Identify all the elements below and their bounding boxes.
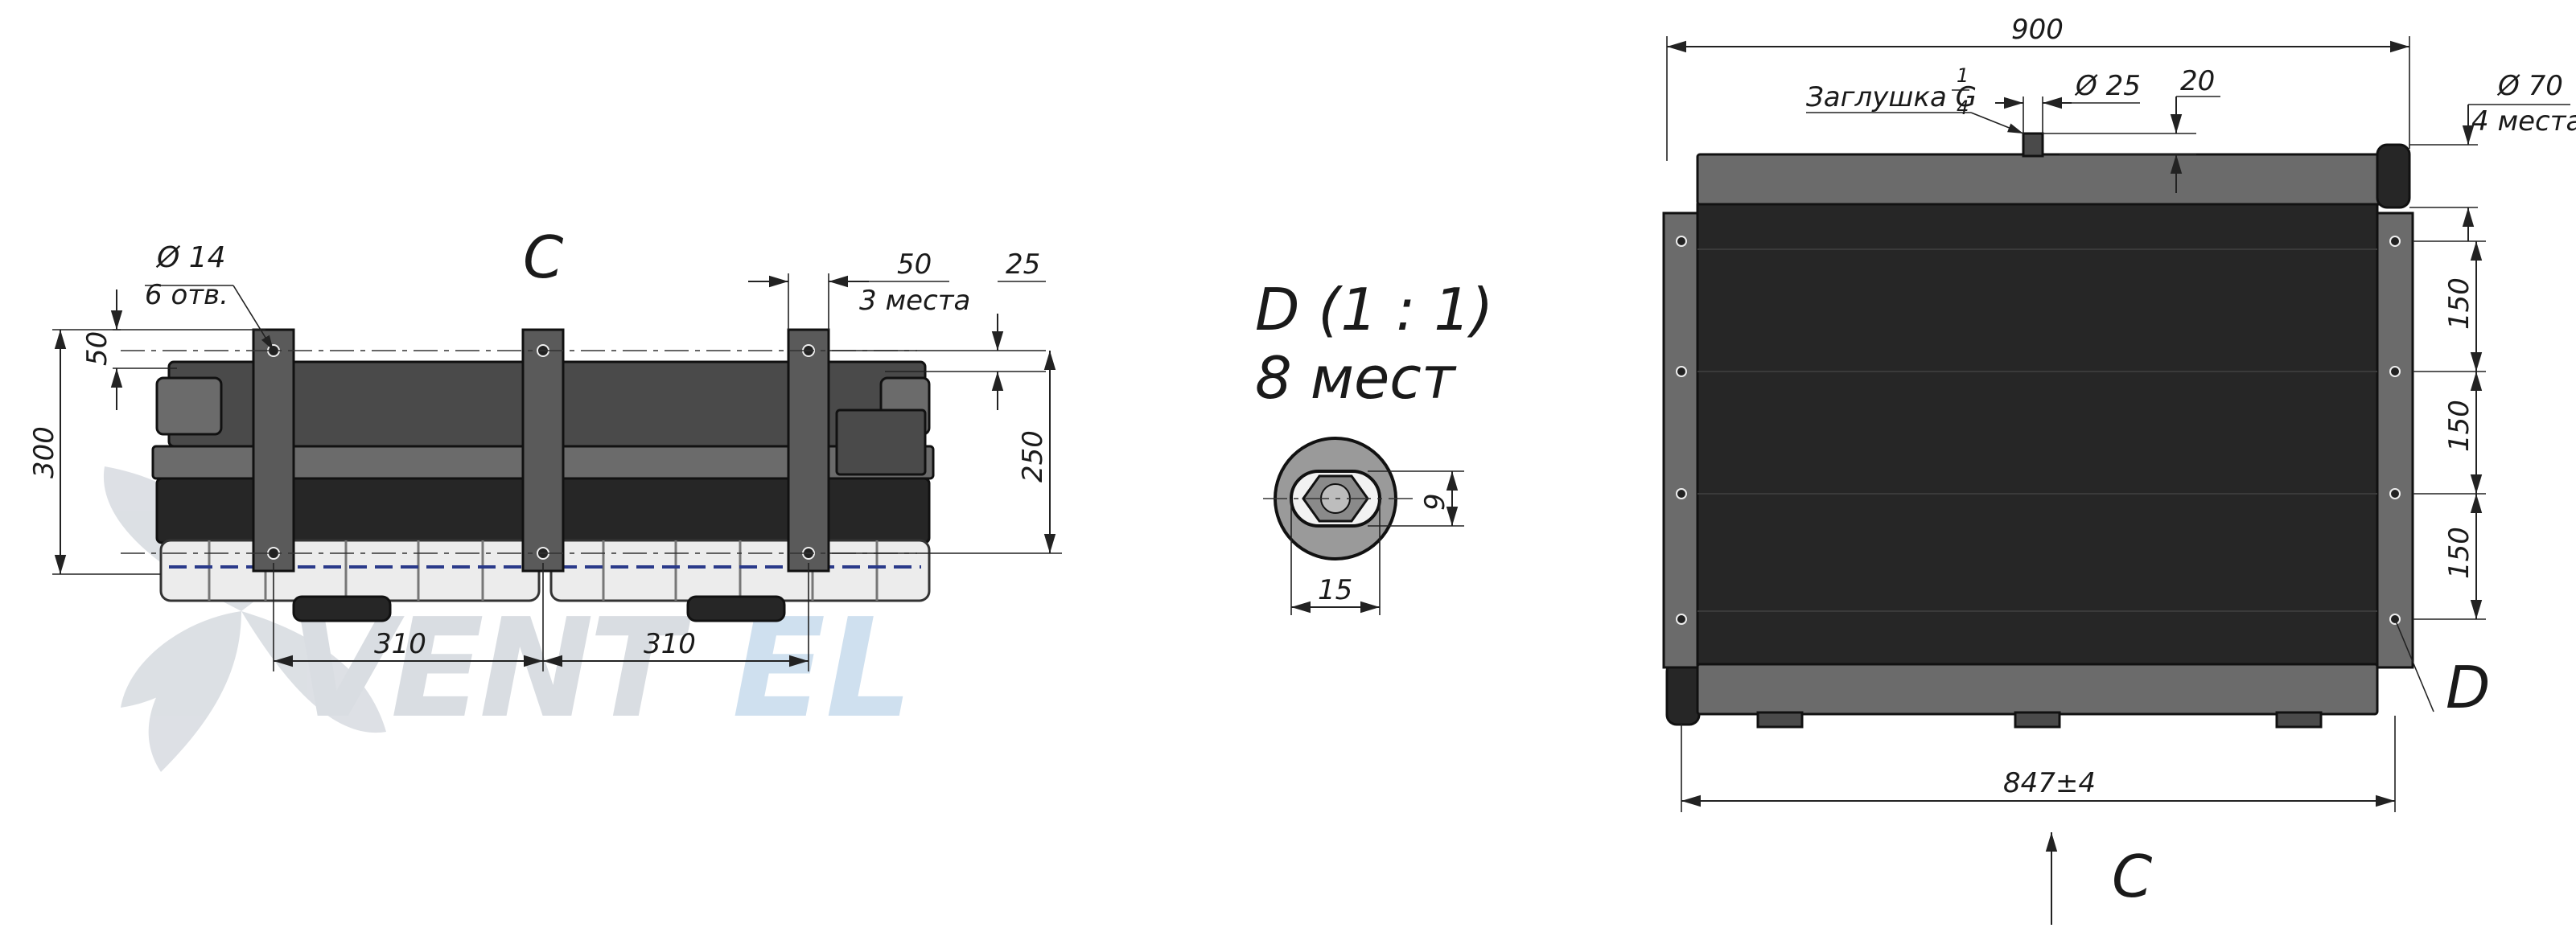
side-fan-grill-right: [549, 539, 931, 602]
front-view: 900 Заглушка G 1 4 Ø 25 20 Ø 70 4 места: [1662, 14, 2576, 925]
detail-places: 8 мест: [1255, 344, 1457, 412]
front-bottom-header: [1696, 663, 2379, 716]
side-dim-310-b: 310: [644, 628, 696, 660]
detail-title: D (1 : 1): [1255, 276, 1493, 343]
front-dim-20: 20: [2180, 65, 2215, 97]
front-left-rail: [1662, 211, 1701, 669]
front-detail-callout: D: [2446, 654, 2490, 721]
front-foot-3: [2275, 711, 2323, 729]
side-view: Ø 14 6 отв. 50 300 50 3 места 25 250: [28, 224, 1062, 671]
side-view-label: C: [523, 224, 564, 291]
front-top-header: [1696, 153, 2391, 206]
side-dim-310-a: 310: [374, 628, 426, 660]
side-fan-motor-left: [292, 595, 392, 622]
front-right-rail: [2376, 211, 2414, 669]
side-dim-25: 25: [1006, 248, 1040, 281]
front-dim-150-a: 150: [2443, 277, 2475, 330]
front-dim-847: 847±4: [2003, 767, 2096, 799]
front-nozzle-bottom-left: [1665, 660, 1701, 726]
front-plug: [2022, 132, 2044, 158]
side-dim-50-top: 50: [897, 248, 932, 281]
front-dim-150-b: 150: [2443, 400, 2475, 452]
front-dim-d70: Ø 70: [2496, 70, 2563, 102]
front-dim-d25: Ø 25: [2074, 70, 2141, 102]
side-fan-grill-left: [159, 539, 541, 602]
side-bracket-left: [252, 328, 295, 573]
front-foot-1: [1756, 711, 1804, 729]
side-fan-motor-right: [686, 595, 786, 622]
front-main-coil: [1696, 203, 2379, 666]
detail-dim-15: 15: [1318, 574, 1352, 606]
side-places-3-label: 3 места: [859, 285, 970, 317]
side-dim-300: 300: [28, 426, 60, 478]
side-hole-diameter-label: Ø 14: [155, 241, 226, 274]
detail-view: D (1 : 1) 8 мест 9 15: [1255, 276, 1493, 615]
side-left-cap: [155, 376, 223, 436]
front-plug-label: Заглушка G: [1806, 81, 1977, 113]
front-foot-2: [2014, 711, 2061, 729]
front-plug-fraction-num: 1: [1957, 64, 1969, 87]
front-dim-150-c: 150: [2443, 527, 2475, 579]
detail-dim-9: 9: [1419, 493, 1451, 511]
side-bracket-center: [521, 328, 565, 573]
side-junction-box: [835, 409, 927, 476]
side-bracket-right: [787, 328, 830, 573]
front-places-4-label: 4 места: [2471, 105, 2576, 138]
side-dim-250: 250: [1017, 430, 1049, 482]
side-hole-count-label: 6 отв.: [145, 279, 228, 311]
side-dim-50-left: 50: [81, 331, 113, 366]
front-view-arrow-label: C: [2112, 843, 2153, 910]
front-dim-900: 900: [2011, 14, 2064, 46]
front-plug-fraction-den: 4: [1957, 96, 1969, 119]
front-nozzle-top-right: [2376, 143, 2411, 209]
